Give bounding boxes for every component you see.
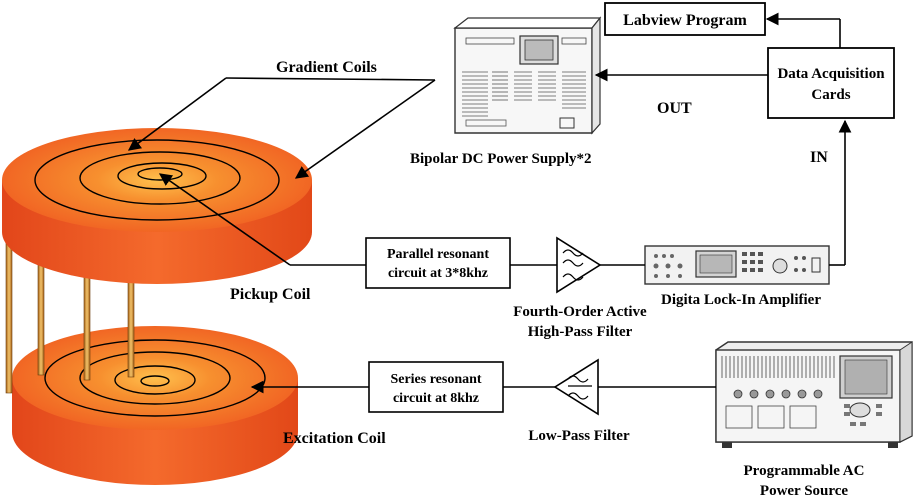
in-label: IN: [810, 149, 828, 166]
bipolar-dc-power-supply: [453, 16, 602, 135]
labview-program-box: [604, 2, 766, 36]
pickup-coil-disc: [2, 128, 312, 284]
lockin-amplifier-device: [644, 245, 830, 285]
lockin-label: Digita Lock-In Amplifier: [661, 292, 821, 308]
data-acquisition-box: [767, 47, 895, 119]
signal-wires: [127, 12, 852, 394]
hp-filter-label-line1: Fourth-Order Active: [513, 304, 647, 320]
series-resonant-box: [368, 361, 504, 413]
hp-filter-label-line2: High-Pass Filter: [528, 324, 633, 340]
series-resonant-line2: circuit at 8khz: [393, 391, 479, 406]
lp-filter-label: Low-Pass Filter: [528, 428, 630, 444]
labview-label: Labview Program: [623, 12, 747, 29]
gradient-coils-label: Gradient Coils: [276, 59, 377, 76]
pickup-coil-label: Pickup Coil: [230, 286, 311, 303]
excitation-coil-label: Excitation Coil: [283, 430, 386, 447]
ac-source-label-line2: Power Source: [760, 483, 849, 499]
excitation-coil-disc: [12, 326, 298, 485]
ac-source-label-line1: Programmable AC: [744, 463, 865, 479]
low-pass-filter-symbol: [553, 358, 599, 416]
series-resonant-line1: Series resonant: [390, 372, 481, 387]
parallel-resonant-box: [365, 237, 511, 289]
ac-power-source-device: [715, 341, 913, 448]
bipolar-supply-label: Bipolar DC Power Supply*2: [410, 151, 592, 167]
daq-label-line1: Data Acquisition: [777, 66, 885, 82]
high-pass-filter-symbol: [556, 236, 602, 294]
parallel-resonant-line2: circuit at 3*8khz: [388, 266, 488, 281]
out-label: OUT: [657, 100, 692, 117]
parallel-resonant-line1: Parallel resonant: [387, 247, 489, 262]
daq-label-line2: Cards: [811, 87, 850, 103]
